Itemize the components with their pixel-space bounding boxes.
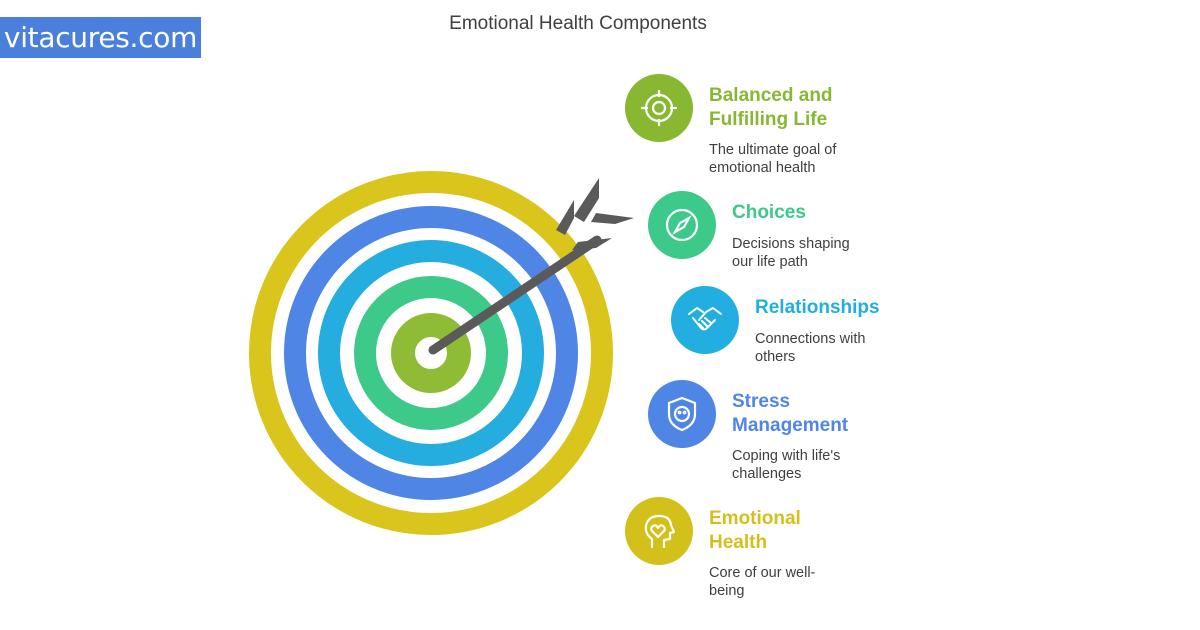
ring-center bbox=[391, 313, 471, 393]
diagram-title: Emotional Health Components bbox=[449, 13, 707, 34]
compass-icon bbox=[648, 191, 716, 259]
ring-3 bbox=[318, 240, 544, 466]
item-description: Core of our well-being bbox=[709, 565, 816, 599]
item-heading: Relationships bbox=[755, 297, 880, 318]
heart-head-icon bbox=[625, 497, 693, 565]
ring-4 bbox=[354, 276, 508, 430]
arrow-icon bbox=[428, 178, 634, 355]
item-heading: Choices bbox=[732, 202, 806, 223]
ring-outer bbox=[249, 171, 613, 535]
ring-2 bbox=[284, 206, 578, 500]
target-icon bbox=[625, 74, 693, 142]
handshake-icon bbox=[671, 286, 739, 354]
brand-logo: vitacures.com bbox=[0, 17, 201, 58]
shield-icon bbox=[648, 380, 716, 448]
